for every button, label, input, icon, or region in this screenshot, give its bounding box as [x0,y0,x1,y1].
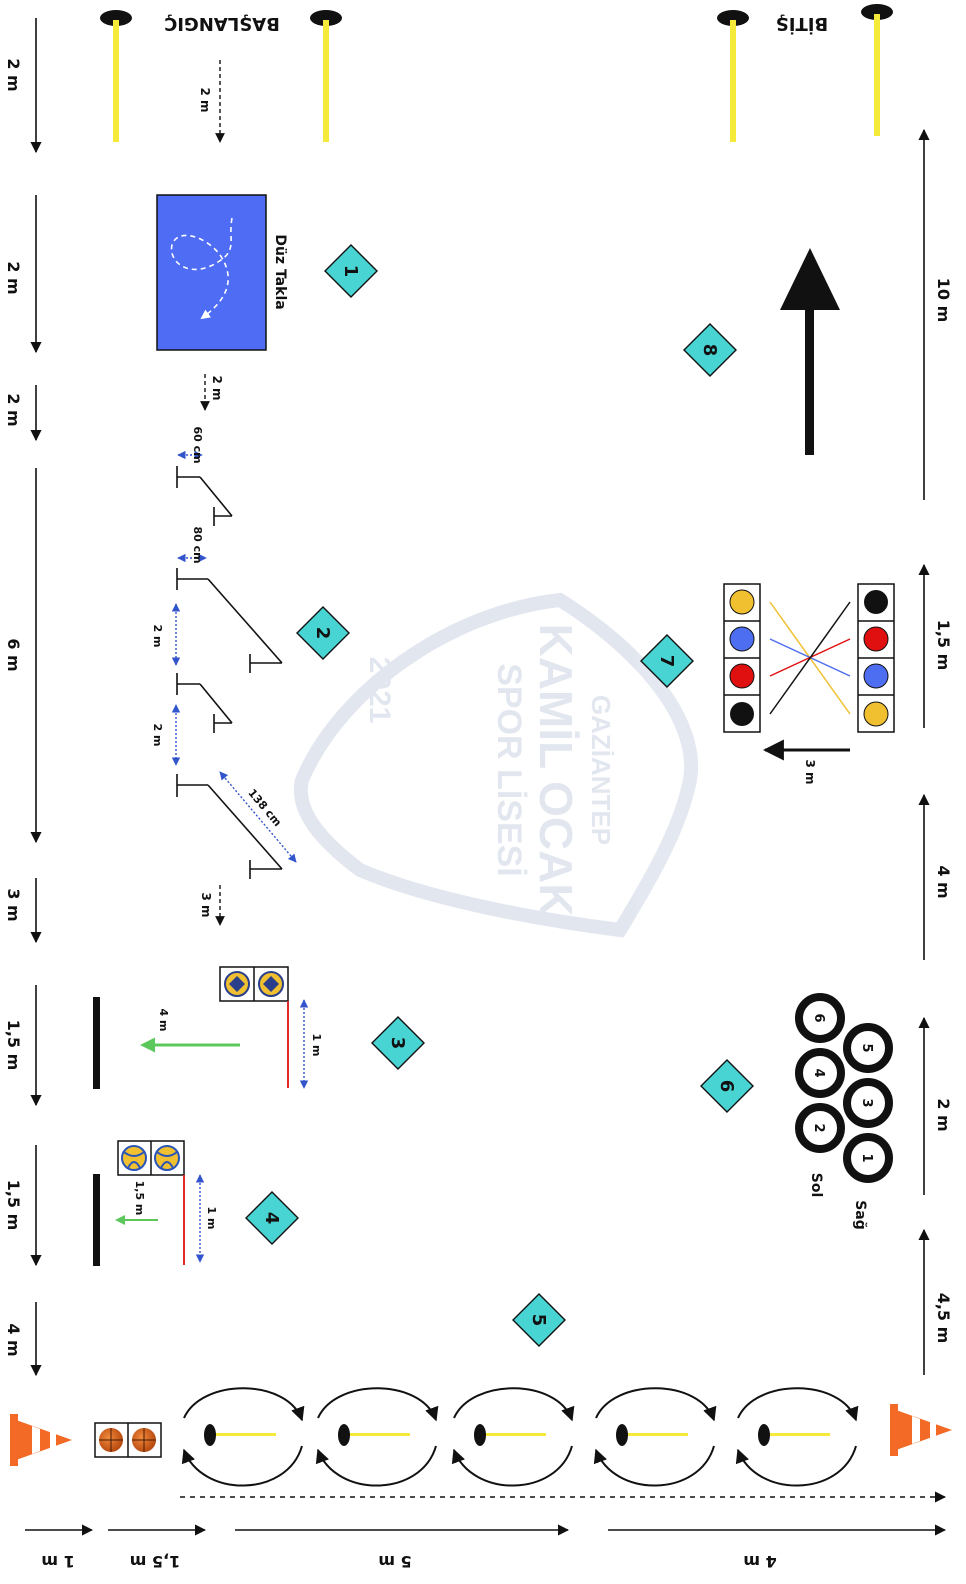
station-number: 1 [340,265,361,278]
right-distance-labels: 10 m 1,5 m 4 m 2 m 4,5 m [934,278,953,1344]
arrow-distance-label: 3 m [803,759,817,784]
right-distance-label: 4 m [934,865,953,898]
distance-label: 2 m [198,87,212,112]
left-distance-label: 1,5 m [4,1180,23,1231]
svg-text:5: 5 [859,1043,874,1052]
tire: 2 [799,1107,841,1149]
station-number: 8 [699,344,720,357]
bottom-distance-label: 1 m [41,1552,74,1571]
station-marker-1: 1 [325,245,377,297]
right-distance-label: 10 m [934,278,953,323]
station-number: 7 [656,655,677,668]
bottom-distance-arrows [25,1497,945,1530]
hurdle [177,568,282,673]
station-marker-8: 8 [684,324,736,376]
bottom-distance-label: 1,5 m [130,1552,181,1571]
tire: 4 [799,1052,841,1094]
right-distance-label: 1,5 m [934,620,953,671]
left-distance-label: 6 m [4,638,23,671]
target-wall [93,997,100,1089]
bottom-distance-label: 5 m [378,1552,411,1571]
gap-label: 2 m [151,724,164,747]
dribble-pole [184,1388,302,1485]
watermark-line1: GAZİANTEP [586,695,616,845]
right-distance-label: 2 m [934,1098,953,1131]
tire: 6 [799,997,841,1039]
basketball-box [95,1423,161,1457]
watermark-year: 2021 [363,657,396,724]
hurdle-height-label: 80 cm [191,526,204,563]
diagonal-label: 138 cm [245,786,284,829]
somersault-label: Düz Takla [272,234,288,309]
station-marker-3: 3 [372,1017,424,1069]
school-logo-watermark: KAMİL OCAK GAZİANTEP SPOR LİSESİ 2021 [301,600,691,930]
volleyball-box [118,1141,184,1175]
finish-label: BİTİŞ [776,13,828,35]
dribble-pole [318,1388,436,1485]
bottom-distance-label: 4 m [743,1552,776,1571]
tire: 5 [847,1027,889,1069]
slalom-pole [717,10,749,142]
distance-label: 3 m [199,892,213,917]
ball-sorting-station [724,584,894,732]
line-length-label: 1 m [310,1034,323,1057]
watermark-line3: SPOR LİSESİ [490,663,528,877]
svg-text:6: 6 [811,1013,826,1022]
slalom-pole [310,10,342,142]
dribble-pole [738,1388,856,1485]
target-wall [93,1174,100,1266]
right-foot-label: Sağ [852,1200,868,1230]
hurdle [177,774,282,879]
traffic-cone [10,1414,72,1466]
svg-text:1: 1 [859,1153,874,1162]
station-number: 3 [387,1037,408,1050]
station-number: 2 [312,627,333,640]
station-number: 5 [528,1314,549,1327]
gap-label: 2 m [151,625,164,648]
dribble-pole [454,1388,572,1485]
hurdle [177,673,232,733]
station-number: 6 [716,1080,737,1093]
throw-distance-label: 4 m [157,1009,170,1032]
handball-box [220,967,288,1001]
dribble-slalom [184,1388,856,1485]
dribble-pole [596,1388,714,1485]
left-foot-label: Sol [808,1173,824,1198]
traffic-cone [890,1404,952,1456]
line-length-label: 1 m [205,1207,218,1230]
gymnastics-mat [157,195,266,350]
station-marker-4: 4 [246,1192,298,1244]
svg-text:3: 3 [859,1098,874,1107]
tire: 3 [847,1082,889,1124]
svg-text:2: 2 [811,1123,826,1132]
bottom-distance-labels: 1 m 1,5 m 5 m 4 m [41,1552,776,1571]
left-distance-label: 3 m [4,888,23,921]
hurdle [177,466,232,526]
tire: 1 [847,1137,889,1179]
left-distance-labels: 2 m 2 m 2 m 6 m 3 m 1,5 m 1,5 m 4 m [4,58,23,1356]
station-marker-6: 6 [701,1060,753,1112]
tire-pattern: 1 3 5 2 4 6 [799,997,889,1179]
station-marker-2: 2 [297,607,349,659]
start-label: BAŞLANGIÇ [164,13,280,34]
left-distance-label: 2 m [4,393,23,426]
left-distance-label: 2 m [4,261,23,294]
station-number: 4 [261,1212,282,1225]
throw-distance-label: 1,5 m [133,1181,146,1216]
distance-label: 2 m [210,375,224,400]
hurdle-height-label: 60 cm [191,426,204,463]
station-marker-5: 5 [513,1294,565,1346]
left-distance-label: 4 m [4,1323,23,1356]
right-distance-label: 4,5 m [934,1293,953,1344]
svg-text:4: 4 [811,1068,826,1077]
watermark-line2: KAMİL OCAK [530,623,582,916]
sprint-arrow [780,248,840,455]
left-distance-label: 1,5 m [4,1020,23,1071]
left-distance-label: 2 m [4,58,23,91]
slalom-pole [100,10,132,142]
slalom-pole [861,4,893,136]
